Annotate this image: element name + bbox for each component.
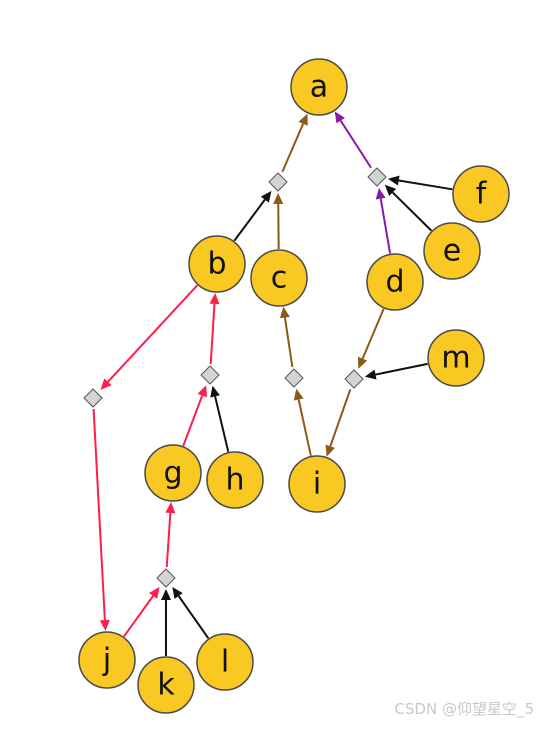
- edge-i-to-J5: [297, 399, 312, 456]
- edge-J3-to-j: [92, 408, 106, 621]
- edge-J4-to-b: [209, 303, 216, 365]
- node-c: c: [250, 249, 308, 307]
- junction-J2: [367, 167, 387, 187]
- node-label-d: d: [385, 265, 404, 300]
- node-b: b: [188, 235, 246, 293]
- node-a: a: [290, 58, 348, 116]
- arrowhead-J5-to-c: [279, 306, 290, 319]
- node-circle-d: [366, 253, 424, 311]
- edge-b-to-J1: [233, 199, 266, 242]
- node-circle-k: [137, 656, 195, 714]
- edge-h-to-J4: [214, 396, 230, 453]
- node-circle-e: [423, 222, 481, 280]
- node-h: h: [206, 451, 264, 509]
- junction-J4: [200, 365, 220, 385]
- junction-J5: [284, 368, 304, 388]
- arrowhead-J7-to-g: [165, 501, 176, 514]
- node-circle-g: [144, 444, 202, 502]
- arrowhead-b-to-J3: [100, 378, 112, 390]
- node-label-e: e: [443, 234, 461, 269]
- edge-d-to-J6: [361, 308, 385, 360]
- edge-J7-to-g: [165, 512, 172, 568]
- edge-e-to-J2: [391, 191, 433, 232]
- edges-layer: [92, 111, 453, 656]
- node-circle-c: [250, 249, 308, 307]
- node-label-c: c: [271, 261, 288, 296]
- edge-f-to-J2: [398, 179, 453, 191]
- arrowhead-J6-to-i: [325, 444, 336, 457]
- edge-J5-to-c: [283, 317, 294, 368]
- edge-J6-to-i: [329, 389, 352, 447]
- arrowhead-j-to-J7: [149, 586, 160, 599]
- node-circle-a: [290, 58, 348, 116]
- node-label-h: h: [225, 463, 244, 498]
- node-d: d: [366, 253, 424, 311]
- node-label-k: k: [157, 668, 175, 703]
- node-label-l: l: [221, 645, 229, 680]
- node-j: j: [78, 631, 136, 689]
- node-f: f: [452, 165, 510, 223]
- junctions-layer: [83, 167, 387, 588]
- node-label-m: m: [441, 341, 470, 376]
- arrowhead-g-to-J4: [197, 385, 207, 398]
- arrowhead-h-to-J4: [210, 385, 220, 398]
- edge-m-to-J6: [375, 362, 428, 376]
- edge-j-to-J7: [123, 595, 154, 638]
- edge-d-to-J2: [379, 198, 392, 254]
- edge-J2-to-a: [339, 120, 372, 169]
- node-e: e: [423, 222, 481, 280]
- node-label-i: i: [313, 467, 321, 502]
- arrowhead-l-to-J7: [172, 587, 183, 599]
- arrowhead-d-to-J2: [375, 187, 386, 200]
- arrowhead-J3-to-j: [99, 619, 110, 632]
- edge-g-to-J4: [182, 395, 204, 447]
- arrowhead-c-to-J1: [273, 192, 284, 205]
- node-circle-h: [206, 451, 264, 509]
- arrowhead-e-to-J2: [384, 184, 397, 197]
- watermark: CSDN @仰望星空_5: [394, 700, 534, 718]
- node-label-f: f: [476, 177, 488, 212]
- edge-l-to-J7: [177, 595, 210, 639]
- node-label-b: b: [207, 247, 226, 282]
- arrowhead-J2-to-a: [334, 111, 345, 124]
- node-circle-l: [196, 633, 254, 691]
- arrowhead-b-to-J1: [260, 190, 272, 203]
- node-l: l: [196, 633, 254, 691]
- arrowhead-f-to-J2: [387, 175, 400, 186]
- arrowhead-m-to-J6: [364, 369, 377, 380]
- junction-J7: [156, 568, 176, 588]
- node-label-j: j: [102, 643, 111, 678]
- junction-J1: [268, 172, 288, 192]
- node-circle-b: [188, 235, 246, 293]
- edge-b-to-J3: [107, 284, 199, 383]
- node-k: k: [137, 656, 195, 714]
- nodes-layer: a b c d ef g h i j k l m: [78, 58, 510, 714]
- node-label-a: a: [310, 70, 328, 105]
- arrowhead-J1-to-a: [298, 113, 308, 126]
- arrowhead-J4-to-b: [209, 292, 220, 305]
- node-g: g: [144, 444, 202, 502]
- arrowhead-d-to-J6: [357, 356, 368, 369]
- node-i: i: [288, 455, 346, 513]
- junction-J3: [83, 388, 103, 408]
- arrowhead-k-to-J7: [161, 589, 171, 600]
- node-circle-j: [78, 631, 136, 689]
- node-m: m: [427, 329, 485, 387]
- node-circle-m: [427, 329, 485, 387]
- junction-J6: [344, 369, 364, 389]
- arrowhead-i-to-J5: [293, 388, 304, 401]
- edge-J1-to-a: [281, 123, 305, 173]
- node-circle-f: [452, 165, 510, 223]
- node-label-g: g: [163, 456, 182, 491]
- node-circle-i: [288, 455, 346, 513]
